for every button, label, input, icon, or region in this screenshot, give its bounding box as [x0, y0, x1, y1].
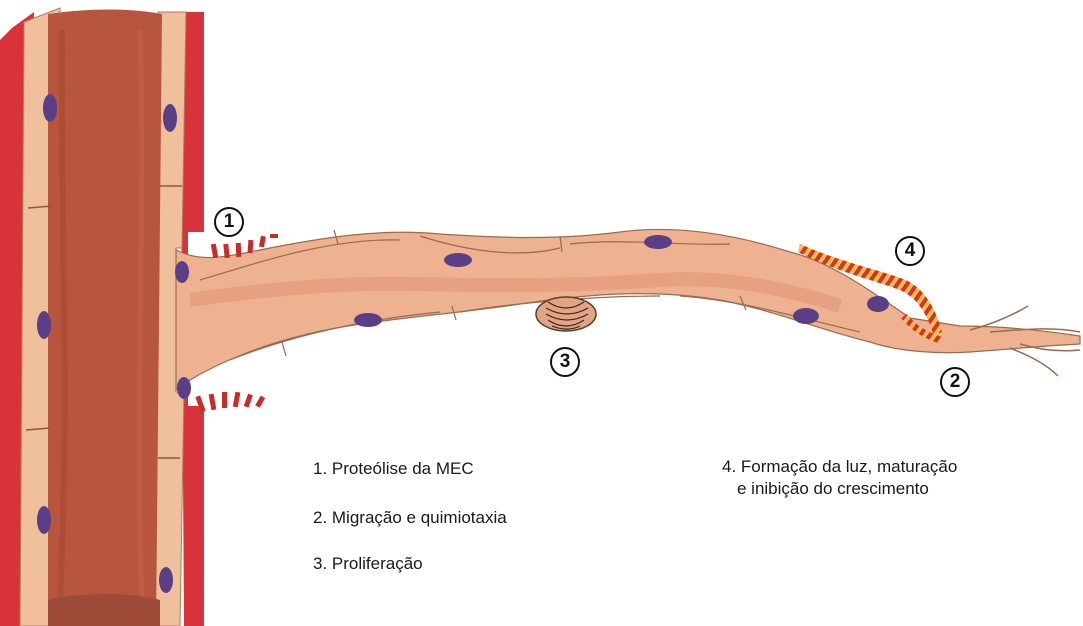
dividing-cell	[536, 297, 596, 331]
nucleus	[159, 567, 173, 593]
nucleus	[37, 311, 51, 339]
nucleus	[175, 261, 189, 283]
nucleus	[163, 104, 177, 132]
parent-vessel	[0, 8, 204, 626]
mec-fragments-bottom	[195, 392, 265, 412]
legend-item-4-line-1: 4. Formação da luz, maturação	[722, 456, 957, 478]
nucleus	[177, 377, 191, 399]
legend-item-3: 3. Proliferação	[313, 553, 423, 575]
marker-2: 2	[940, 367, 970, 397]
marker-4: 4	[895, 236, 925, 266]
nucleus	[793, 308, 819, 324]
nucleus	[867, 296, 889, 312]
nucleus	[644, 235, 672, 249]
legend-item-2: 2. Migração e quimiotaxia	[313, 507, 507, 529]
legend-item-4-line-2: e inibição do crescimento	[737, 478, 929, 500]
legend-item-1: 1. Proteólise da MEC	[313, 458, 474, 480]
marker-3: 3	[550, 347, 580, 377]
sprout-body	[176, 229, 1080, 390]
nucleus	[354, 313, 382, 327]
nucleus	[37, 506, 51, 534]
nucleus	[43, 94, 57, 122]
marker-1: 1	[214, 207, 244, 237]
nucleus	[444, 253, 472, 267]
